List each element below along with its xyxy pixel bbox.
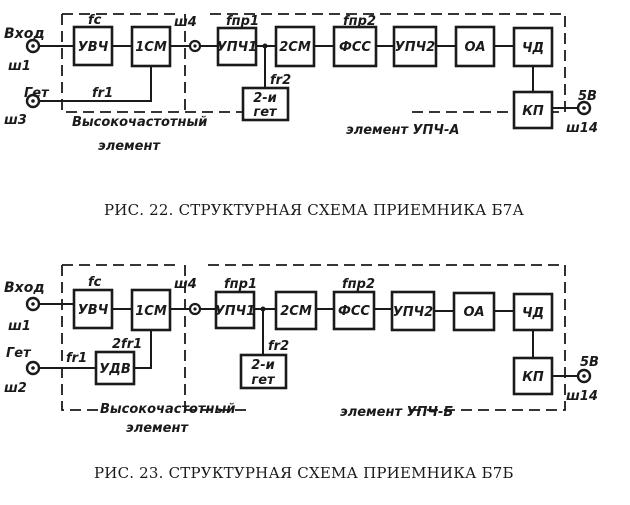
label-fc: fc	[88, 13, 102, 28]
block-chd	[512, 292, 554, 332]
block-udv	[94, 350, 136, 386]
label-fr2: fr2	[268, 339, 289, 354]
upch-element-outline	[208, 264, 566, 411]
block-fss-label: ФСС	[338, 304, 370, 319]
block-2nd-heterodyne-label-1: 2-и	[253, 91, 277, 106]
block-uvch-label: УВЧ	[78, 303, 109, 318]
label-fc: fc	[88, 275, 102, 290]
label-sh14: ш14	[566, 389, 598, 404]
block-upch1	[214, 290, 256, 330]
block-oa-label: ОА	[464, 40, 485, 55]
block-upch2-label: УПЧ2	[393, 305, 433, 320]
label-upch-element: элемент УПЧ-Б	[340, 405, 453, 420]
block-1sm	[130, 288, 172, 332]
label-hf-element-line1: Высокочастотный	[100, 402, 235, 417]
label-sh4: ш4	[174, 277, 197, 292]
label-hf-element-line2: элемент	[126, 421, 189, 436]
label-sh2: ш2	[4, 381, 27, 396]
block-1sm-label: 1СМ	[135, 40, 167, 55]
block-upch1-label: УПЧ1	[215, 304, 255, 319]
block-oa	[454, 25, 496, 68]
block-oa-label: ОА	[463, 305, 484, 320]
block-upch2-label: УПЧ2	[395, 40, 435, 55]
block-kp-label: КП	[522, 370, 544, 385]
block-2nd-heterodyne-label-1: 2-и	[251, 358, 275, 373]
block-2sm-label: 2СМ	[280, 304, 312, 319]
block-chd	[512, 26, 554, 68]
label-fpr1: fпр1	[224, 277, 257, 292]
label-sh1: ш1	[8, 319, 31, 334]
block-fss	[332, 25, 378, 68]
label-heterodyne-input: Гет	[24, 86, 50, 101]
diagram-b7a: УВЧ 1СМ УПЧ1 2СМ ФСС УПЧ2 ОА ЧД КП 2-и г…	[4, 13, 598, 219]
block-2nd-heterodyne-label-2: гет	[251, 373, 276, 388]
label-fr2: fr2	[270, 73, 291, 88]
block-chd-label: ЧД	[522, 306, 544, 321]
label-sh1: ш1	[8, 59, 31, 74]
block-2nd-heterodyne	[241, 86, 290, 122]
block-kp	[512, 356, 554, 396]
hf-element-outline-bottom-left	[61, 265, 100, 411]
block-upch2	[390, 290, 436, 332]
label-fr1: fr1	[66, 351, 87, 366]
diagram-b7b: УВЧ 1СМ УДВ УПЧ1 2СМ ФСС УПЧ2 ОА ЧД КП 2…	[4, 264, 599, 482]
label-sh14: ш14	[566, 121, 598, 136]
label-2fr1: 2fr1	[112, 337, 142, 352]
label-hf-element-line1: Высокочастотный	[72, 115, 207, 130]
block-uvch-label: УВЧ	[78, 40, 109, 55]
label-sh4: ш4	[174, 15, 197, 30]
block-2nd-heterodyne	[239, 353, 288, 390]
block-kp-label: КП	[522, 104, 544, 119]
label-fpr2: fпр2	[343, 14, 376, 29]
label-upch-element: элемент УПЧ-А	[346, 123, 459, 138]
block-upch1	[216, 26, 258, 67]
block-kp	[512, 90, 554, 130]
block-1sm-label: 1СМ	[135, 304, 167, 319]
label-hf-element-line2: элемент	[98, 139, 161, 154]
block-fss-label: ФСС	[339, 40, 371, 55]
label-5v: 5В	[578, 89, 597, 104]
block-2sm-label: 2СМ	[279, 40, 311, 55]
block-udv-label: УДВ	[99, 362, 131, 377]
block-uvch	[72, 25, 114, 67]
label-fr1: fr1	[92, 86, 113, 101]
label-fpr2: fпр2	[342, 277, 375, 292]
label-fpr1: fпр1	[226, 14, 259, 29]
figure-caption-22: РИС. 22. СТРУКТУРНАЯ СХЕМА ПРИЕМНИКА Б7А	[104, 201, 525, 219]
block-uvch	[72, 288, 114, 330]
label-input: Вход	[4, 26, 45, 42]
block-fss	[332, 290, 376, 331]
block-chd-label: ЧД	[522, 41, 544, 56]
label-input: Вход	[4, 280, 45, 296]
figure-caption-23: РИС. 23. СТРУКТУРНАЯ СХЕМА ПРИЕМНИКА Б7Б	[94, 464, 514, 482]
block-oa	[452, 291, 496, 332]
block-2sm	[274, 290, 318, 331]
label-heterodyne-input: Гет	[6, 346, 32, 361]
label-sh3: ш3	[4, 113, 27, 128]
block-2nd-heterodyne-label-2: гет	[253, 105, 278, 120]
block-2sm	[274, 25, 316, 68]
upch-element-outline	[210, 13, 566, 113]
block-1sm	[130, 25, 172, 68]
block-upch2	[392, 25, 438, 68]
block-upch1-label: УПЧ1	[217, 40, 257, 55]
label-5v: 5В	[580, 355, 599, 370]
